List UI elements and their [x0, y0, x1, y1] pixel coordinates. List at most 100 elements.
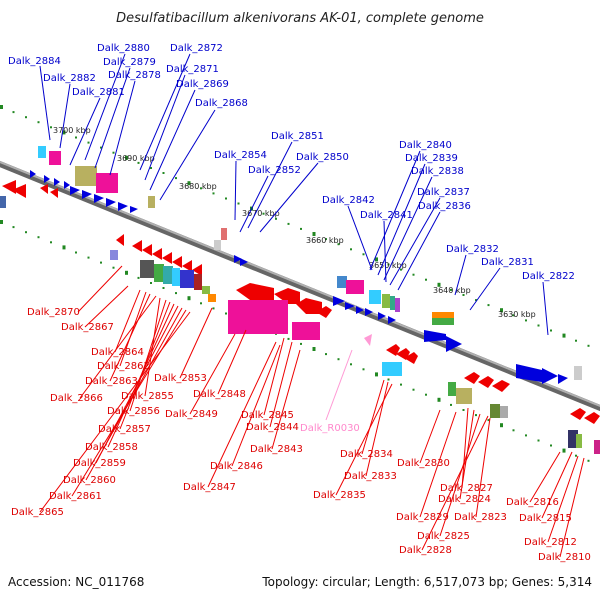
gene-arrow-reverse[interactable]: [404, 352, 418, 364]
gene-label[interactable]: Dalk_2844: [246, 422, 299, 433]
gene-feature[interactable]: [214, 240, 221, 250]
gene-arrow-forward[interactable]: [118, 202, 128, 211]
gene-arrow-reverse[interactable]: [12, 184, 26, 198]
gene-label[interactable]: Dalk_2865: [11, 507, 64, 518]
gene-label[interactable]: Dalk_2823: [454, 512, 507, 523]
gene-label[interactable]: Dalk_2845: [241, 410, 294, 421]
gene-feature[interactable]: [500, 406, 508, 418]
gene-label[interactable]: Dalk_2856: [107, 406, 160, 417]
gene-label[interactable]: Dalk_2882: [43, 73, 96, 84]
rna-label[interactable]: Dalk_R0030: [300, 423, 360, 434]
gene-arrow-reverse[interactable]: [584, 412, 600, 424]
gene-label[interactable]: Dalk_2843: [250, 444, 303, 455]
gene-arrow-forward[interactable]: [333, 296, 345, 306]
gene-arrow-forward[interactable]: [94, 194, 104, 203]
gene-feature[interactable]: [228, 300, 288, 334]
gene-feature[interactable]: [180, 270, 194, 288]
gene-feature[interactable]: [382, 294, 390, 308]
gene-arrow-reverse[interactable]: [116, 234, 124, 246]
gene-label[interactable]: Dalk_2832: [446, 244, 499, 255]
gene-feature[interactable]: [432, 312, 454, 318]
gene-feature[interactable]: [221, 228, 227, 240]
gene-label[interactable]: Dalk_2870: [27, 307, 80, 318]
gene-feature[interactable]: [0, 196, 6, 208]
gene-arrow-reverse[interactable]: [162, 252, 172, 264]
gene-label[interactable]: Dalk_2884: [8, 56, 61, 67]
gene-arrow-reverse[interactable]: [40, 184, 48, 194]
gene-label[interactable]: Dalk_2849: [165, 409, 218, 420]
gene-arrow-reverse[interactable]: [316, 306, 332, 318]
gene-label[interactable]: Dalk_2855: [121, 391, 174, 402]
gene-feature[interactable]: [594, 440, 600, 454]
gene-feature[interactable]: [395, 298, 400, 312]
gene-label[interactable]: Dalk_2871: [166, 64, 219, 75]
gene-label[interactable]: Dalk_2851: [271, 131, 324, 142]
gene-arrow-forward[interactable]: [424, 330, 446, 342]
gene-label[interactable]: Dalk_2831: [481, 257, 534, 268]
gene-label[interactable]: Dalk_2861: [49, 491, 102, 502]
gene-feature[interactable]: [75, 166, 97, 186]
gene-label[interactable]: Dalk_2842: [322, 195, 375, 206]
gene-label[interactable]: Dalk_2862: [97, 361, 150, 372]
gene-arrow-reverse[interactable]: [570, 408, 586, 420]
gene-feature[interactable]: [568, 430, 578, 448]
gene-feature[interactable]: [163, 266, 173, 284]
gene-arrow-reverse[interactable]: [192, 264, 202, 276]
gene-arrow-forward[interactable]: [345, 302, 355, 310]
gene-arrow-reverse[interactable]: [132, 240, 142, 252]
gene-arrow-forward[interactable]: [365, 308, 373, 316]
gene-label[interactable]: Dalk_2869: [176, 79, 229, 90]
gene-arrow-forward[interactable]: [356, 306, 364, 314]
gene-arrow-reverse[interactable]: [464, 372, 480, 384]
gene-arrow-forward[interactable]: [130, 206, 138, 213]
gene-arrow-forward[interactable]: [516, 364, 542, 382]
gene-label[interactable]: Dalk_2816: [506, 497, 559, 508]
gene-arrow-forward[interactable]: [64, 181, 70, 189]
gene-feature[interactable]: [337, 276, 347, 288]
gene-label[interactable]: Dalk_2827: [440, 483, 493, 494]
gene-arrow-forward[interactable]: [446, 336, 462, 352]
gene-feature[interactable]: [96, 173, 118, 193]
gene-arrow-forward[interactable]: [542, 368, 558, 384]
gene-label[interactable]: Dalk_2825: [417, 531, 470, 542]
gene-arrow-forward[interactable]: [388, 316, 396, 324]
gene-label[interactable]: Dalk_2852: [248, 165, 301, 176]
gene-feature[interactable]: [490, 404, 500, 418]
gene-feature[interactable]: [194, 274, 202, 290]
gene-label[interactable]: Dalk_2848: [193, 389, 246, 400]
gene-feature[interactable]: [369, 290, 381, 304]
gene-feature[interactable]: [456, 388, 472, 404]
gene-label[interactable]: Dalk_2858: [85, 442, 138, 453]
gene-arrow-reverse[interactable]: [274, 288, 300, 304]
gene-arrow-forward[interactable]: [378, 312, 386, 320]
gene-label[interactable]: Dalk_2881: [72, 87, 125, 98]
gene-label[interactable]: Dalk_2867: [61, 322, 114, 333]
gene-feature[interactable]: [154, 264, 164, 282]
gene-label[interactable]: Dalk_2822: [522, 271, 575, 282]
gene-feature[interactable]: [49, 151, 61, 165]
gene-arrow-reverse[interactable]: [2, 180, 16, 194]
gene-label[interactable]: Dalk_2859: [73, 458, 126, 469]
gene-label[interactable]: Dalk_2880: [97, 43, 150, 54]
gene-arrow-forward[interactable]: [30, 170, 36, 178]
gene-label[interactable]: Dalk_2850: [296, 152, 349, 163]
gene-arrow-reverse[interactable]: [386, 344, 400, 356]
gene-label[interactable]: Dalk_2860: [63, 475, 116, 486]
gene-label[interactable]: Dalk_2837: [417, 187, 470, 198]
gene-feature[interactable]: [292, 322, 320, 340]
gene-label[interactable]: Dalk_2830: [397, 458, 450, 469]
gene-label[interactable]: Dalk_2828: [399, 545, 452, 556]
gene-feature[interactable]: [448, 382, 456, 396]
gene-label[interactable]: Dalk_2812: [524, 537, 577, 548]
gene-label[interactable]: Dalk_2835: [313, 490, 366, 501]
gene-label[interactable]: Dalk_2815: [519, 513, 572, 524]
gene-label[interactable]: Dalk_2834: [340, 449, 393, 460]
gene-label[interactable]: Dalk_2839: [405, 153, 458, 164]
gene-label[interactable]: Dalk_2854: [214, 150, 267, 161]
gene-feature[interactable]: [110, 250, 118, 260]
gene-arrow-reverse[interactable]: [50, 188, 58, 198]
gene-arrow-reverse[interactable]: [236, 283, 274, 300]
gene-feature[interactable]: [432, 318, 454, 325]
gene-feature[interactable]: [346, 280, 364, 294]
gene-arrow-reverse[interactable]: [492, 380, 510, 392]
